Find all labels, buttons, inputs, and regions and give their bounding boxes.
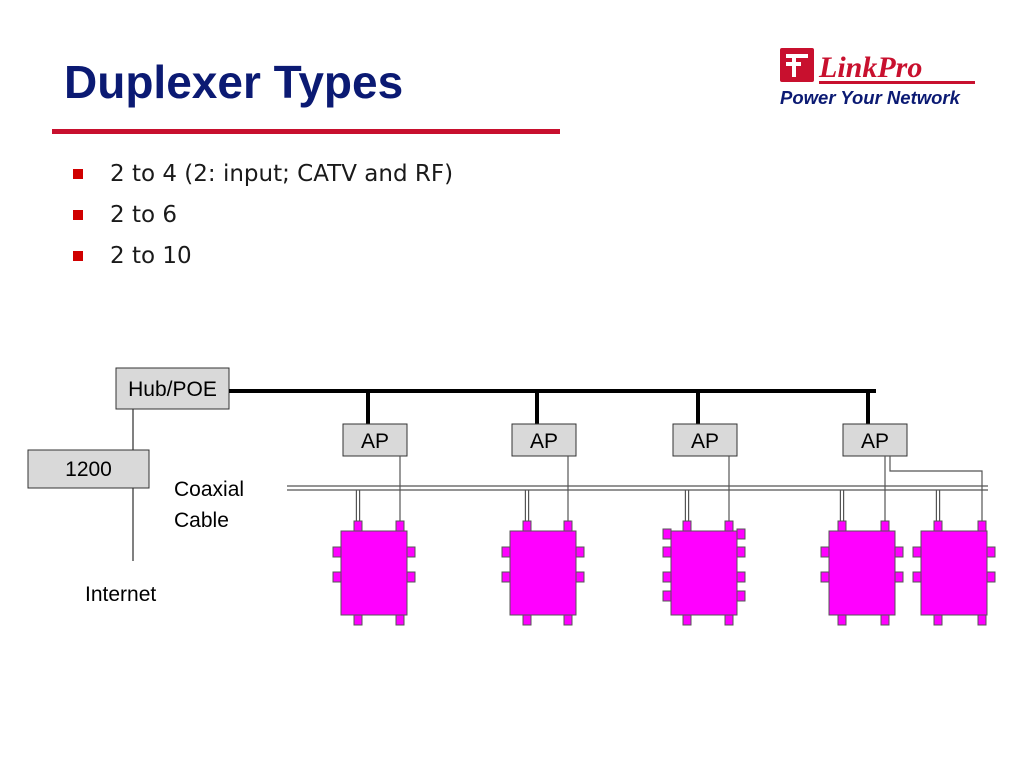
duplexer-port xyxy=(736,528,746,540)
duplexer-unit xyxy=(912,520,996,626)
coax-label-line2: Cable xyxy=(174,509,229,532)
duplexer-port xyxy=(662,590,672,602)
duplexer-body xyxy=(340,530,408,616)
duplexers xyxy=(332,520,996,626)
duplexer-port xyxy=(977,614,987,626)
logo-tagline: Power Your Network xyxy=(780,87,962,108)
duplexer-port xyxy=(406,546,416,558)
duplexer-port xyxy=(977,520,987,532)
box-1200 xyxy=(27,449,150,489)
logo-brand: LinkPro xyxy=(818,51,922,84)
duplexer-port xyxy=(332,571,342,583)
duplexer-port xyxy=(933,614,943,626)
access-points: AP AP AP AP xyxy=(342,423,908,457)
duplexer-feeds xyxy=(355,456,983,521)
duplexer-port xyxy=(563,520,573,532)
bullet-item: 2 to 4 (2: input; CATV and RF) xyxy=(72,155,453,196)
duplexer-port xyxy=(395,520,405,532)
duplexer-port xyxy=(933,520,943,532)
duplexer-port xyxy=(724,614,734,626)
duplexer-port xyxy=(395,614,405,626)
duplexer-port xyxy=(912,546,922,558)
duplexer-port xyxy=(736,546,746,558)
duplexer-port xyxy=(662,546,672,558)
duplexer-port xyxy=(662,528,672,540)
internet-label: Internet xyxy=(85,583,156,606)
duplexer-port xyxy=(563,614,573,626)
logo-brand-rule xyxy=(819,81,975,84)
duplexer-port xyxy=(724,520,734,532)
duplexer-port xyxy=(353,614,363,626)
duplexer-port xyxy=(837,520,847,532)
duplexer-unit xyxy=(332,520,416,626)
duplexer-port xyxy=(353,520,363,532)
hub-box xyxy=(115,367,230,410)
bullet-square-icon xyxy=(73,251,83,261)
bullet-text: 2 to 6 xyxy=(110,202,177,228)
duplexer-port xyxy=(522,520,532,532)
duplexer-body xyxy=(920,530,988,616)
bullet-list: 2 to 4 (2: input; CATV and RF) 2 to 6 2 … xyxy=(72,155,453,278)
bullet-square-icon xyxy=(73,169,83,179)
duplexer-port xyxy=(662,571,672,583)
duplexer-port xyxy=(682,614,692,626)
duplexer-port xyxy=(894,546,904,558)
duplexer-body xyxy=(509,530,577,616)
bullet-text: 2 to 4 (2: input; CATV and RF) xyxy=(110,161,454,187)
access-point-box xyxy=(672,423,738,457)
duplexer-port xyxy=(986,546,996,558)
access-point-label: AP xyxy=(530,430,558,453)
access-point-label: AP xyxy=(861,430,889,453)
duplexer-unit xyxy=(501,520,585,626)
duplexer-port xyxy=(880,614,890,626)
duplexer-unit xyxy=(820,520,904,626)
duplexer-unit xyxy=(662,520,746,626)
duplexer-port xyxy=(894,571,904,583)
duplexer-body xyxy=(670,530,738,616)
coax-label-line1: Coaxial xyxy=(174,478,244,501)
duplexer-port xyxy=(575,571,585,583)
duplexer-port xyxy=(501,571,511,583)
access-point-label: AP xyxy=(361,430,389,453)
box-1200-label: 1200 xyxy=(65,458,112,481)
duplexer-body xyxy=(828,530,896,616)
duplexer-port xyxy=(736,590,746,602)
duplexer-port xyxy=(575,546,585,558)
duplexer-port xyxy=(880,520,890,532)
slide-title: Duplexer Types xyxy=(64,56,404,108)
duplexer-port xyxy=(522,614,532,626)
linkpro-logo: LinkPro Power Your Network xyxy=(777,44,983,110)
access-point-box xyxy=(511,423,577,457)
ap-drops xyxy=(366,391,870,424)
logo-mark-glyph xyxy=(786,54,808,77)
duplexer-port xyxy=(986,571,996,583)
duplexer-port xyxy=(332,546,342,558)
duplexer-port xyxy=(912,571,922,583)
access-point-label: AP xyxy=(691,430,719,453)
bullet-text: 2 to 10 xyxy=(110,243,192,269)
duplexer-port xyxy=(736,571,746,583)
access-point-box xyxy=(842,423,908,457)
duplexer-port xyxy=(501,546,511,558)
bullet-square-icon xyxy=(73,210,83,220)
rf-branch-line xyxy=(889,456,983,521)
duplexer-port xyxy=(682,520,692,532)
hub-label: Hub/POE xyxy=(128,378,217,401)
duplexer-port xyxy=(820,546,830,558)
duplexer-port xyxy=(820,571,830,583)
access-point-box xyxy=(342,423,408,457)
bullet-item: 2 to 6 xyxy=(72,196,453,237)
duplexer-port xyxy=(406,571,416,583)
title-underline xyxy=(52,129,560,134)
bullet-item: 2 to 10 xyxy=(72,237,453,278)
duplexer-port xyxy=(837,614,847,626)
